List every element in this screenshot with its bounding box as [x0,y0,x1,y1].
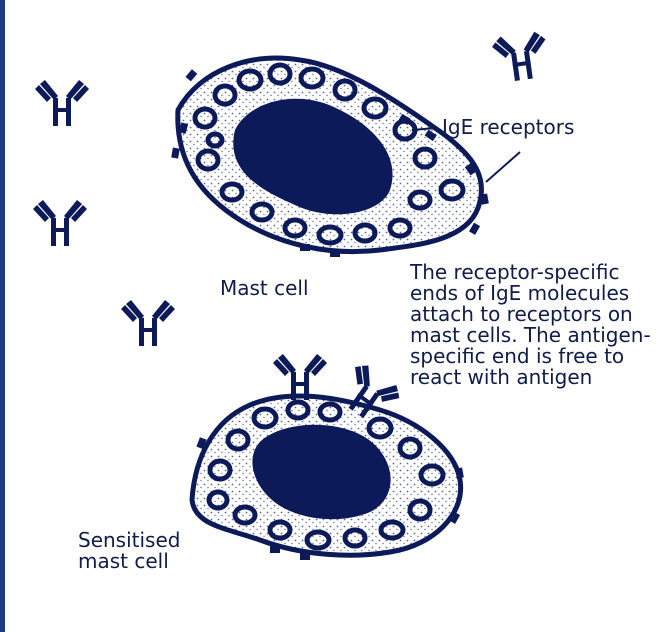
description-text: The receptor-specific ends of IgE molecu… [410,262,656,388]
ige-antibody-icon [33,200,87,246]
ige-antibody-icon [35,80,89,126]
attached-ige-antibody-icon [273,354,327,400]
mast-cell-label: Mast cell [220,278,309,299]
ige-antibody-icon [491,30,551,83]
mast-cell-icon [171,58,520,257]
ige-antibody-icon [121,300,175,346]
ige-receptors-label: IgE receptors [442,117,574,138]
sensitised-mast-cell-label: Sensitised mast cell [78,530,238,572]
